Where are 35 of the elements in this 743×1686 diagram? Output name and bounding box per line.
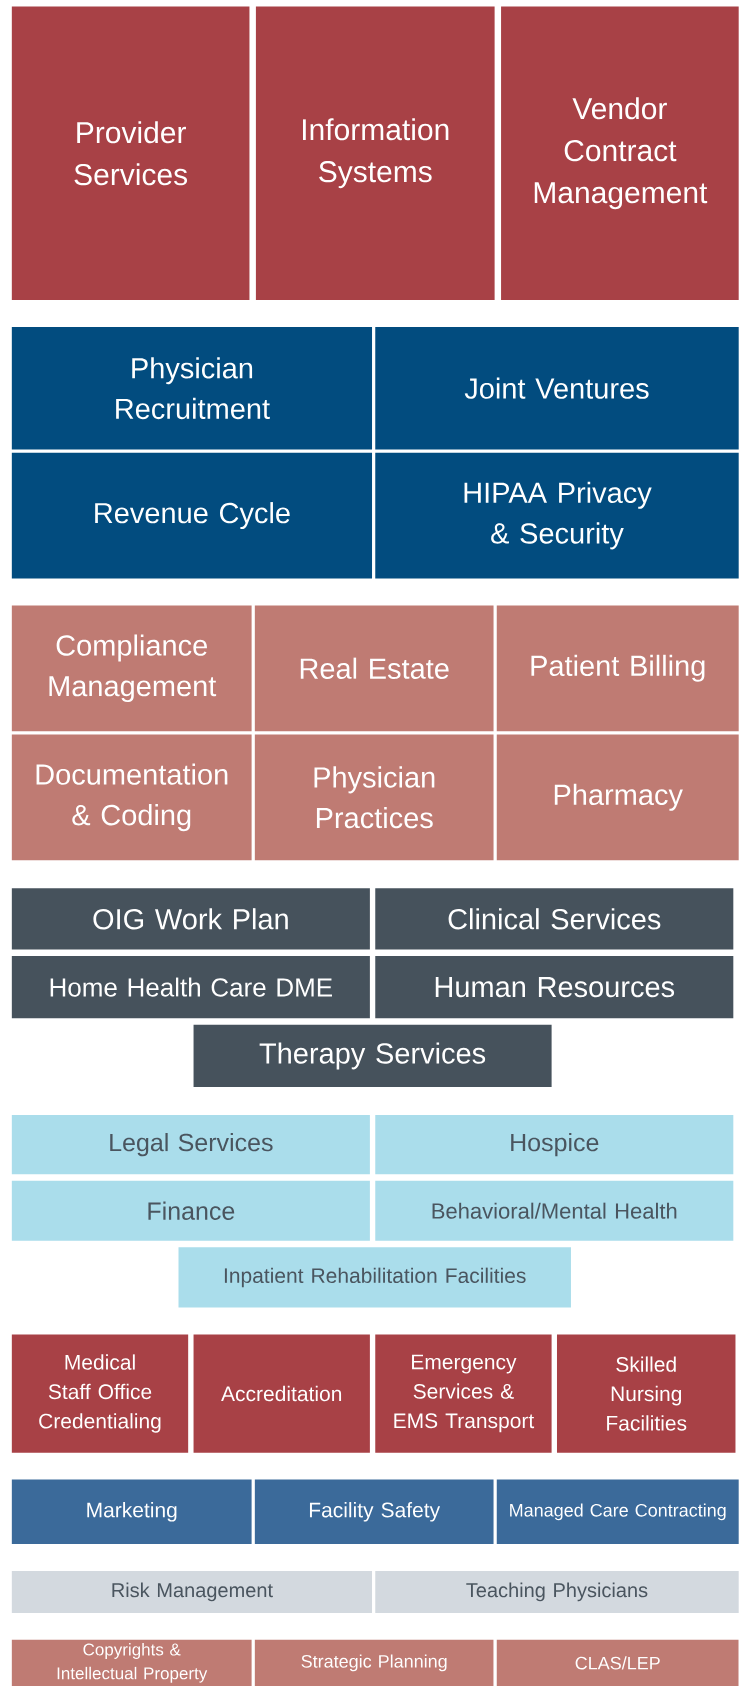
topic-tile: Marketing	[11, 1479, 252, 1545]
topic-tile: Legal Services	[11, 1115, 370, 1175]
topic-tile: Medical Staff Office Credentialing	[11, 1334, 189, 1453]
topic-tile: Clinical Services	[375, 888, 734, 950]
topic-tile: Human Resources	[375, 955, 734, 1019]
topic-tile: OIG Work Plan	[11, 888, 370, 950]
topic-tile: Real Estate	[254, 605, 494, 732]
topic-tile: HIPAA Privacy & Security	[375, 452, 739, 579]
topic-tile: Joint Ventures	[375, 326, 739, 450]
topic-tile: Vendor Contract Management	[501, 6, 739, 300]
topic-tile: Home Health Care DME	[11, 955, 370, 1019]
topic-tile: Strategic Planning	[254, 1639, 494, 1686]
topic-tile: Information Systems	[255, 6, 495, 300]
topic-tile: Revenue Cycle	[11, 452, 373, 579]
topic-tile: Accreditation	[193, 1334, 370, 1453]
topic-tile: Compliance Management	[11, 605, 252, 732]
topic-tile: CLAS/LEP	[496, 1639, 739, 1686]
topic-tile: Pharmacy	[496, 734, 739, 861]
topic-tile: Risk Management	[11, 1570, 373, 1613]
topic-tile: Facility Safety	[254, 1479, 494, 1545]
topic-tile: Copyrights & Intellectual Property	[11, 1639, 252, 1686]
topic-tile: Teaching Physicians	[375, 1570, 739, 1613]
topic-tile: Behavioral/Mental Health	[375, 1180, 734, 1241]
topic-tile: Patient Billing	[496, 605, 739, 732]
topic-tile: Hospice	[375, 1115, 734, 1175]
topic-tile: Therapy Services	[193, 1024, 552, 1088]
topic-tile: Finance	[11, 1180, 370, 1241]
topic-tile: Skilled Nursing Facilities	[557, 1334, 736, 1453]
topic-tile: Emergency Services & EMS Transport	[375, 1334, 552, 1453]
topic-tile: Physician Practices	[254, 734, 494, 861]
topic-tile: Documentation & Coding	[11, 734, 252, 861]
topic-tile: Managed Care Contracting	[496, 1479, 739, 1545]
topic-tile: Inpatient Rehabilitation Facilities	[178, 1247, 571, 1308]
topic-tile: Physician Recruitment	[11, 326, 373, 450]
topic-tile: Provider Services	[11, 6, 250, 300]
